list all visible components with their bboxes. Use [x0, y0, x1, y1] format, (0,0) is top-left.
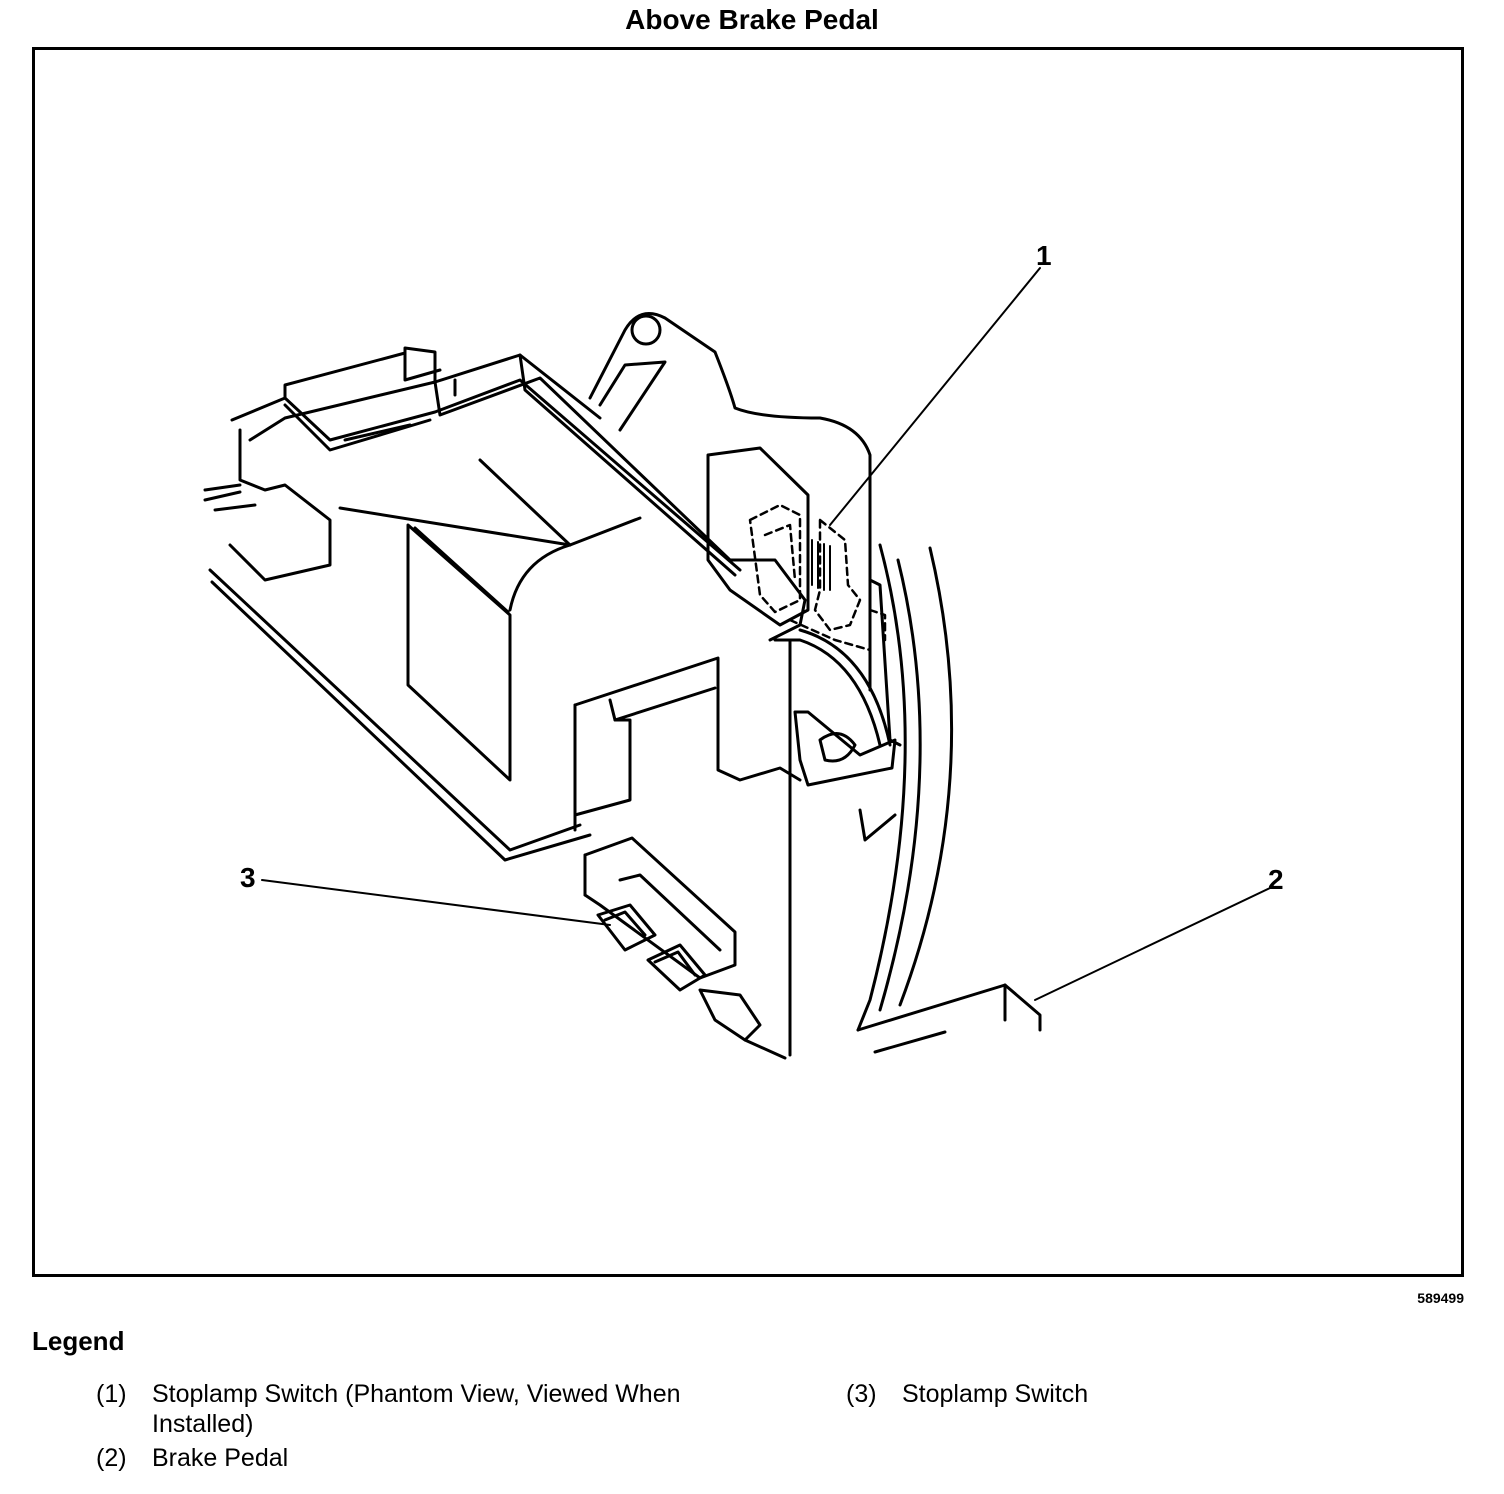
- legend-item-number: (1): [96, 1380, 127, 1408]
- legend-item-label: Stoplamp Switch: [902, 1380, 1089, 1408]
- callout-3: 3: [240, 862, 256, 893]
- legend-item-number: (2): [96, 1444, 127, 1472]
- leader-line-3: [261, 879, 611, 926]
- legend-item-1: (1) Stoplamp Switch (Phantom View, Viewe…: [96, 1379, 716, 1441]
- phantom-stoplamp-switch: [748, 503, 887, 652]
- figure-id: 589499: [1417, 1290, 1464, 1306]
- housing-top: [230, 346, 602, 422]
- legend-item-number: (3): [846, 1380, 877, 1408]
- brake-pedal: [856, 983, 1042, 1032]
- legend-item-2: (2) Brake Pedal: [96, 1443, 716, 1475]
- diagram-frame: [32, 47, 1464, 1277]
- housing-window: [406, 523, 512, 782]
- legend-item-3: (3) Stoplamp Switch: [846, 1379, 1446, 1411]
- legend-item-label: Brake Pedal: [152, 1444, 289, 1472]
- callout-1: 1: [1036, 240, 1052, 271]
- diagram-title: Above Brake Pedal: [625, 4, 879, 35]
- leader-line-2: [1034, 887, 1271, 1001]
- bracket-lug: [588, 312, 872, 692]
- callout-2: 2: [1268, 864, 1284, 895]
- legend-heading: Legend: [32, 1326, 125, 1356]
- bracket-hole: [630, 314, 662, 346]
- stoplamp-switch: [583, 836, 787, 1060]
- legend-item-label: Stoplamp Switch (Phantom View, Viewed Wh…: [152, 1380, 681, 1438]
- leader-line-1: [829, 267, 1041, 526]
